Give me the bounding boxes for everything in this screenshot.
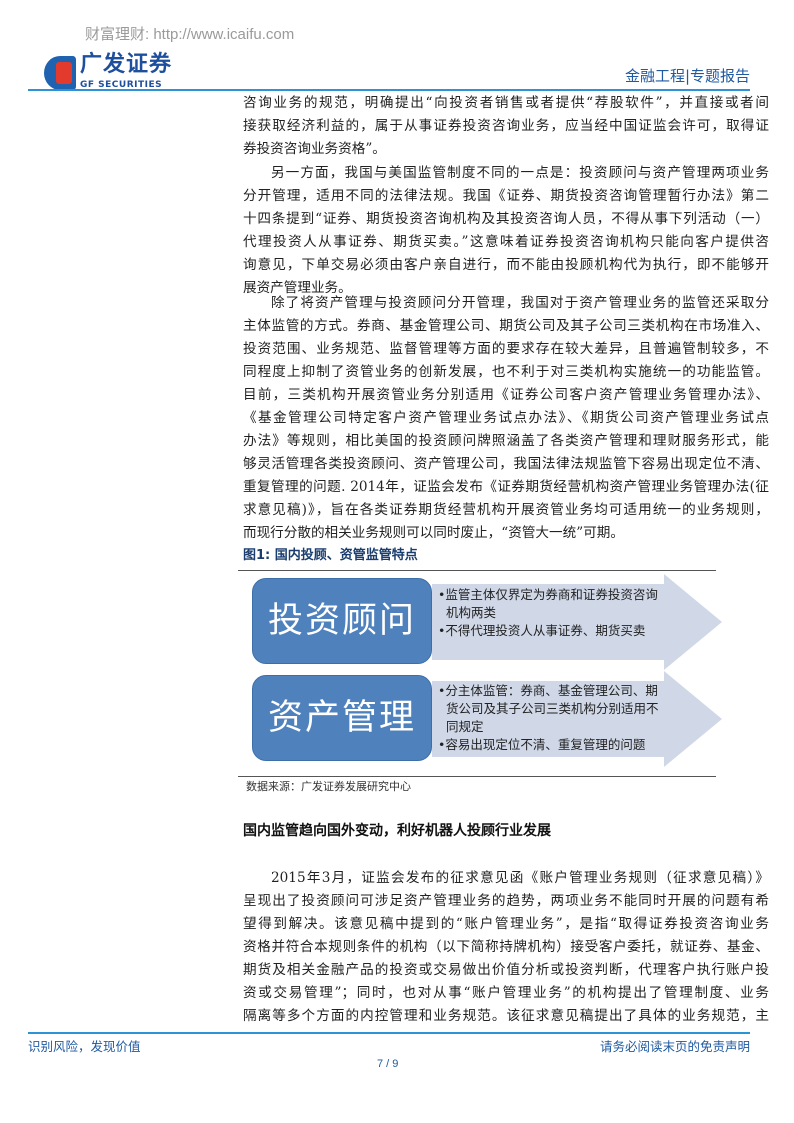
figure-arrow-2: •分主体监管：券商、基金管理公司、期货公司及其子公司三类机构分别适用不同规定 •容… [432, 671, 722, 767]
logo-icon [44, 56, 76, 90]
text-line: 代理投资人从事证券、期货买卖。”这意味着证券投资咨询机构只能向客户提供咨 [243, 234, 769, 250]
figure-box-investment-advisory: 投资顾问 [252, 578, 432, 664]
text-line: 而现行分散的相关业务规则可以同时废止，“资管大一统”可期。 [243, 525, 624, 541]
text-line: 望得到解决。该意见稿中提到的“账户管理业务”，是指“取得证券投资咨询业务 [243, 916, 769, 932]
footer-slogan: 识别风险，发现价值 [28, 1039, 141, 1054]
company-logo: 广发证券 GF SECURITIES [44, 52, 174, 92]
figure-source: 数据来源：广发证券发展研究中心 [246, 780, 411, 793]
text-line: 办法》等规则，相比美国的投资顾问牌照涵盖了各类资产管理和理财服务形式，能 [243, 433, 769, 449]
figure-top-rule [238, 570, 716, 571]
footer-divider [28, 1032, 750, 1034]
text-line: 资格并符合本规则条件的机构（以下简称持牌机构）接受客户委托，就证券、基金、 [243, 939, 769, 955]
text-line: 主体监管的方式。券商、基金管理公司、期货公司及其子公司三类机构在市场准入、 [243, 318, 769, 334]
text-line: 呈现出了投资顾问可涉足资产管理业务的趋势，两项业务不能同时开展的问题有希 [243, 893, 769, 909]
bullet: •监管主体仅界定为券商和证券投资咨询机构两类 [438, 587, 658, 620]
text-line: 接获取经济利益的，属于从事证券投资咨询业务，应当经中国证监会许可，取得证 [243, 118, 769, 134]
report-section: 金融工程|专题报告 [624, 67, 750, 85]
text-line: 另一方面，我国与美国监管制度不同的一点是：投资顾问与资产管理两项业务 [271, 165, 769, 181]
figure-box-asset-management: 资产管理 [252, 675, 432, 761]
text-line: 除了将资产管理与投资顾问分开管理，我国对于资产管理业务的监管还采取分 [271, 295, 769, 311]
text-line: 重复管理的问题. 2014年，证监会发布《证券期货经营机构资产管理业务管理办法(… [243, 479, 769, 495]
text-line: 目前，三类机构开展资管业务分别适用《证券公司客户资产管理业务管理办法》、 [243, 387, 769, 403]
text-line: 券投资咨询业务资格”。 [243, 141, 386, 157]
bullet: •容易出现定位不清、重复管理的问题 [438, 737, 646, 752]
bullet: •分主体监管：券商、基金管理公司、期货公司及其子公司三类机构分别适用不同规定 [438, 683, 659, 734]
text-line: 《基金管理公司特定客户资产管理业务试点办法》、《期货公司资产管理业务试点 [243, 410, 769, 426]
text-line: 分开管理，适用不同的法律法规。我国《证券、期货投资咨询管理暂行办法》第二 [243, 188, 769, 204]
text-line: 求意见稿)》，旨在各类证券期货经营机构开展资管业务均可适用统一的业务规则， [243, 502, 769, 518]
footer-disclaimer: 请务必阅读末页的免责声明 [599, 1039, 750, 1054]
header-divider [28, 89, 750, 91]
watermark: 财富理财: http://www.icaifu.com [85, 26, 295, 43]
text-line: 够灵活管理各类投资顾问、资产管理公司，我国法律法规监管下容易出现定位不清、 [243, 456, 769, 472]
text-line: 询意见，下单交易必须由客户亲自进行，而不能由投顾机构代为执行，即不能够开 [243, 257, 769, 273]
text-line: 2015年3月，证监会发布的征求意见函《账户管理业务规则（征求意见稿）》 [271, 870, 769, 886]
text-line: 同程度上抑制了资管业务的创新发展，也不利于对三类机构实施统一的功能监管。 [243, 364, 769, 380]
bullet: •不得代理投资人从事证券、期货买卖 [438, 623, 646, 638]
logo-en: GF SECURITIES [80, 80, 163, 90]
figure-title: 图1: 国内投顾、资管监管特点 [243, 548, 418, 563]
logo-cn: 广发证券 [80, 52, 173, 77]
figure-arrow-1: •监管主体仅界定为券商和证券投资咨询机构两类 •不得代理投资人从事证券、期货买卖 [432, 574, 722, 670]
page-number: 7 / 9 [377, 1058, 399, 1070]
text-line: 隔离等多个方面的内控管理和业务规范。该征求意见稿提出了具体的业务规范，主 [243, 1008, 769, 1024]
text-line: 十四条提到“证券、期货投资咨询机构及其投资咨询人员，不得从事下列活动（一） [243, 211, 769, 227]
text-line: 投资范围、业务规范、监督管理等方面的要求存在较大差异，且普遍管制较多，不 [243, 341, 769, 357]
section-heading: 国内监管趋向国外变动，利好机器人投顾行业发展 [243, 823, 551, 839]
text-line: 资或交易管理”；同时，也对从事“账户管理业务”的机构提出了管理制度、业务 [243, 985, 769, 1001]
text-line: 期货及相关金融产品的投资或交易做出价值分析或投资判断，代理客户执行账户投 [243, 962, 769, 978]
text-line: 咨询业务的规范，明确提出“向投资者销售或者提供“荐股软件”，并直接或者间 [243, 95, 769, 111]
figure-bottom-rule [238, 776, 716, 777]
text-line: 展资产管理业务。 [243, 280, 352, 296]
